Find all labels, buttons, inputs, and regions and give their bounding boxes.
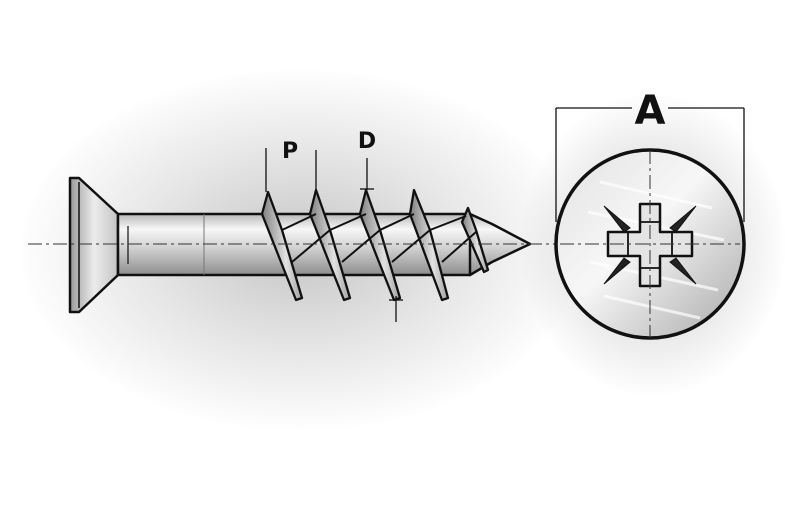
diameter-label: D <box>358 129 376 154</box>
screw-head-view: A <box>554 88 746 340</box>
pitch-label: P <box>282 139 298 164</box>
diameter-dimension <box>360 158 403 322</box>
screw-side-view: P D <box>28 129 560 322</box>
head-center-axes <box>560 150 740 338</box>
screw-head-side <box>68 176 120 314</box>
screw-threads <box>260 188 490 302</box>
head-diameter-label: A <box>635 88 666 134</box>
head-diameter-dimension <box>555 107 745 222</box>
pitch-dimension <box>265 148 317 192</box>
pozidriv-star <box>603 205 697 285</box>
